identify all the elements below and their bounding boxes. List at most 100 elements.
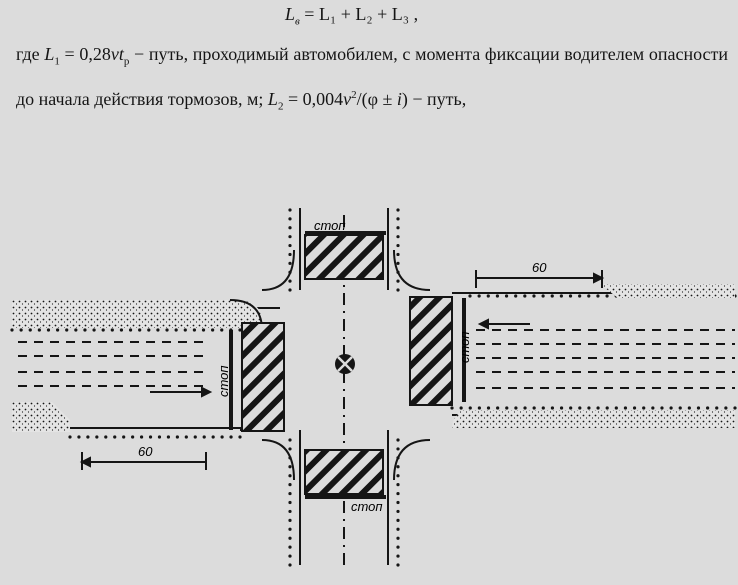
curb-dot [396,288,400,292]
curb-dot [288,536,292,540]
curb-dot [139,435,144,439]
curb-dot [605,406,609,410]
curb-dot [65,328,69,332]
curb-dot [288,447,292,451]
curb-dot [396,536,400,540]
stop-label-north: стоп [314,218,346,233]
curb-dot [450,406,454,410]
curb-dot [550,294,554,298]
curb-dot [288,474,292,478]
curb-dot [396,563,400,567]
curb-dot [468,294,472,298]
curb-dot [10,328,14,332]
curb-dot [660,406,664,410]
curb-dot [724,406,728,410]
curb-dot [541,294,545,298]
curb-dot [559,406,564,410]
curb-dot [288,527,292,531]
curb-dot [220,435,224,439]
curb-dot [165,328,169,332]
curb-dot [468,406,472,410]
curb-dot [83,328,87,332]
crosswalk-west [241,322,285,432]
curb-dot [623,406,628,410]
sidewalks [12,284,735,432]
curb-dot [396,474,400,478]
curb-dot [396,226,400,230]
curb-dot [211,435,215,439]
curb-dot [569,406,573,410]
curb-dot [477,294,481,298]
curb-dot [596,406,600,410]
curb-dot [131,435,135,439]
curb-dot [202,435,206,439]
curb-dot [288,261,292,265]
stop-label-east: стоп [457,331,472,363]
curb-dot [122,435,126,439]
curb-dot [288,279,292,283]
curb-dot [396,545,400,549]
curb-dot [184,435,188,439]
curb-dot [687,406,691,410]
curb-dot [587,406,591,410]
distance-label-west: 60 [138,444,153,459]
curb-dot [288,235,292,239]
curb-dot [605,294,609,298]
curb-dot [523,294,527,298]
curb-dot [642,406,646,410]
curb-dot [396,208,400,212]
crosswalk-east [409,296,453,406]
curb-dot [95,435,99,439]
curb-dot [651,406,655,410]
curb-dot [238,435,242,439]
curb-dot [532,406,536,410]
curb-dot [288,500,292,505]
curb-dot [68,435,72,439]
curb-dot [74,328,78,332]
curb-dot [614,406,618,410]
direction-arrows [150,318,530,398]
curb-dot [288,554,292,558]
curb-dot [396,518,400,522]
curb-dot [101,328,105,332]
curb-dot [138,328,142,332]
curb-dot [128,328,133,332]
stop-label-west: стоп [216,365,231,397]
curb-dot [523,406,527,410]
curb-dot [183,328,187,332]
curb-dot [157,435,162,439]
curb-dot [156,328,160,332]
curb-dot [201,328,206,332]
curb-dot [396,438,400,442]
curb-dot [288,465,292,469]
curb-dot [477,406,481,410]
curb-dot [288,509,292,514]
curb-dot [396,554,400,558]
curb-dot [596,294,600,298]
distance-label-east: 60 [532,260,547,275]
curb-dot [113,435,117,439]
curb-dot [541,406,545,410]
curb-dot [396,527,400,531]
curb-dot [238,328,242,332]
curb-dot [56,328,60,332]
curb-dot [486,294,490,298]
curb-dot [119,328,124,332]
curb-dot [396,252,400,257]
curb-dot [568,294,573,298]
curb-dot [396,447,400,451]
curb-dot [288,208,292,212]
stop-lines [229,231,466,499]
curb-dot [396,500,400,505]
circle-cross-icon [335,354,355,374]
curb-dot [166,435,171,439]
curb-dot [288,483,292,487]
crosswalk-north [304,234,384,280]
curb-dot [505,406,509,410]
stop-labels: стоп стоп стоп стоп [216,218,472,514]
curb-dot [147,328,151,332]
dimension-60 [79,270,605,470]
curb-dot [37,328,41,332]
curb-dot [148,435,153,439]
